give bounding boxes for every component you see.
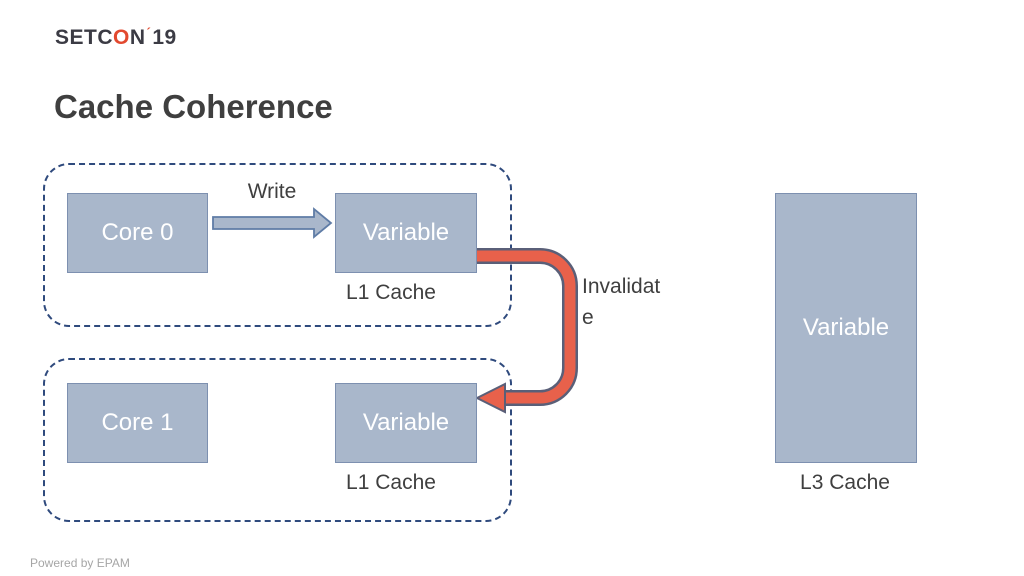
core0-label: Core 0 xyxy=(101,219,174,246)
logo-tick-accent: ´ xyxy=(146,25,152,40)
core0-l1-group-frame xyxy=(43,163,512,327)
invalidate-arrowhead xyxy=(474,382,506,414)
setcon-logo: SETCON´19 xyxy=(55,25,177,50)
logo-o-accent: O xyxy=(113,26,130,49)
core1-l1-group-frame xyxy=(43,358,512,522)
invalidate-arrow-outline xyxy=(474,248,578,406)
variable-label: Variable xyxy=(802,314,890,341)
logo-text-part: N xyxy=(129,26,146,49)
write-arrow xyxy=(212,207,333,239)
core1-label: Core 1 xyxy=(101,409,174,436)
variable-label: Variable xyxy=(362,219,450,246)
core0-box: Core 0 xyxy=(67,193,208,273)
l1-cache-label-bottom: L1 Cache xyxy=(346,471,436,494)
variable-label: Variable xyxy=(362,409,450,436)
variable-box-l1-core0: Variable xyxy=(335,193,477,273)
powered-by-epam-footer: Powered by EPAM xyxy=(30,556,130,570)
core1-box: Core 1 xyxy=(67,383,208,463)
variable-box-l3: Variable xyxy=(775,193,917,463)
variable-box-l1-core1: Variable xyxy=(335,383,477,463)
write-label: Write xyxy=(247,180,297,203)
l1-cache-label-top: L1 Cache xyxy=(346,281,436,304)
invalidate-label: Invalidat e xyxy=(582,275,661,329)
invalidate-arrow-body xyxy=(474,250,576,404)
l3-cache-label: L3 Cache xyxy=(800,471,890,494)
logo-year: 19 xyxy=(152,26,177,49)
slide-title: Cache Coherence xyxy=(54,88,333,125)
logo-text-part: SETC xyxy=(55,26,114,49)
